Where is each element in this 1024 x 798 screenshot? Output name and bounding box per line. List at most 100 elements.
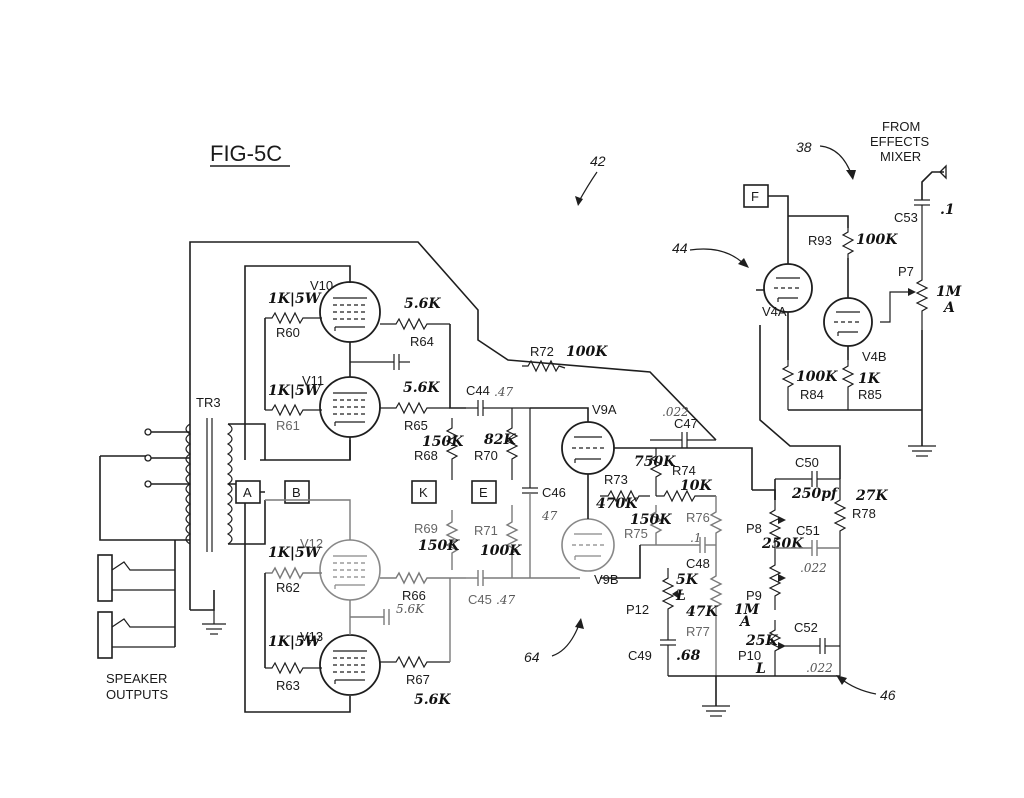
c52-label: C52 [794,620,818,635]
tube-v9a [561,421,615,475]
c49-value: .68 [676,648,701,664]
p10-wiper-arrow [778,642,786,650]
r62-value: 1K|5W [268,545,322,561]
bypass-cap-v12 [350,609,390,625]
c51-value: .022 [800,561,827,575]
r64-label: R64 [410,334,434,349]
tone-left-wire [752,489,776,500]
r66-value: 5.6K [396,602,425,616]
tap-terminal-2 [144,454,152,462]
c46-value: 47 [541,509,558,523]
r63-label: R63 [276,678,300,693]
resistor-r76 [709,496,723,560]
resistor-r62 [265,566,322,580]
pot-p9 [768,550,782,610]
r78-value: 27K [855,488,888,504]
ref-38-arrowhead [846,170,856,180]
from-effects-mixer-label: FROM EFFECTS MIXER [870,119,930,164]
speaker-jack-1 [97,554,175,602]
ref-42-arrowhead [575,196,583,206]
r85-label: R85 [858,387,882,402]
resistor-r60 [265,311,322,325]
r67-value: 5.6K [414,692,451,708]
grid-bus-top [449,324,466,409]
resistor-r72 [522,359,566,373]
resistor-r69 [445,510,459,570]
svg-text:MIXER: MIXER [880,149,921,164]
resistor-r61 [265,403,322,417]
r68-label: R68 [414,448,438,463]
r61-label: R61 [276,418,300,433]
resistor-r77 [709,560,723,676]
connector-e-label: E [479,485,488,500]
r93-label: R93 [808,233,832,248]
r72-value: 100K [566,344,608,360]
r64-value: 5.6K [404,296,441,312]
c46-label: C46 [542,485,566,500]
c47-value: .022 [662,405,689,419]
tr3-secondary-wires [228,423,266,545]
capacitor-c53 [914,199,930,272]
resistor-r85 [841,360,855,410]
r72-label: R72 [530,344,554,359]
r66-label: R66 [402,588,426,603]
p9-letter: A [738,614,751,630]
tap-terminal-3 [144,480,152,488]
v4b-label: V4B [862,349,887,364]
p10-letter: L [755,661,766,677]
bypass-cap-v10 [350,354,410,370]
c45-label: C45 [468,592,492,607]
r73-value: 470K [596,496,638,512]
pot-p7 [915,272,929,330]
ref-44: 44 [672,240,688,256]
connector-f-label: F [751,189,759,204]
input-wire [921,171,944,200]
c47-label: C47 [674,416,698,431]
tube-v9b [561,518,615,572]
tube-v4b [823,297,873,347]
r84-value: 100K [796,369,838,385]
r68-value: 150K [422,434,464,450]
ref-44-arrowhead [738,258,749,268]
ground-symbol-tone [702,705,730,717]
p9-label: P9 [746,588,762,603]
r78-label: R78 [852,506,876,521]
capacitor-c45 [466,570,580,586]
speaker-outputs-label: SPEAKER OUTPUTS [106,671,168,702]
tap-terminal-1 [144,428,152,436]
svg-text:OUTPUTS: OUTPUTS [106,687,168,702]
r69-label: R69 [414,521,438,536]
r60-value: 1K|5W [268,291,322,307]
resistor-r74 [656,489,716,503]
c52-value: .022 [806,661,833,675]
figure-title: FIG-5C [210,141,282,166]
ref-44-arrow [689,248,746,266]
resistor-r71 [505,505,519,578]
r74-label: R74 [672,463,696,478]
transformer-tr3 [185,418,233,552]
c44-label: C44 [466,383,490,398]
connector-k [411,480,437,504]
resistor-r63 [265,661,322,675]
v10-v11-link [265,342,351,461]
p7-label: P7 [898,264,914,279]
r85-value: 1K [858,371,881,387]
svg-text:EFFECTS: EFFECTS [870,134,930,149]
resistor-r93 [841,228,855,258]
v11-label: V11 [302,373,324,388]
top-feedback-wire [189,241,717,610]
p12-label: P12 [626,602,649,617]
resistor-r78 [833,479,847,676]
ref-42: 42 [590,153,606,169]
svg-text:SPEAKER: SPEAKER [106,671,167,686]
r65-value: 5.6K [403,380,440,396]
ground-symbol-tr [202,610,226,635]
resistor-r73 [600,489,650,503]
r61-value: 1K|5W [268,383,322,399]
r71-label: R71 [474,523,498,538]
tone-ground-bus [600,545,840,706]
connector-k-label: K [419,485,428,500]
r62-label: R62 [276,580,300,595]
r70-value: 82K [484,432,516,448]
p10-label: P10 [738,648,761,663]
